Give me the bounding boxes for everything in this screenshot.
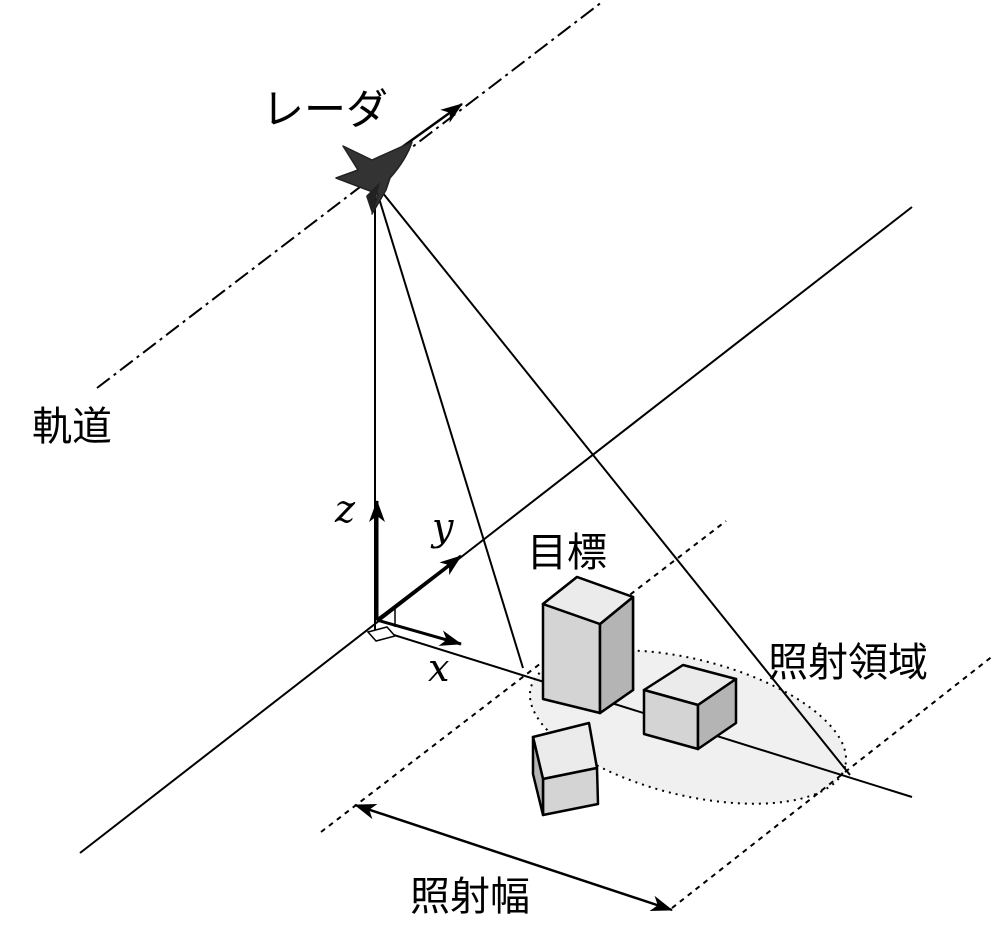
axis-z-label: z xyxy=(334,487,356,531)
orbit-line xyxy=(96,1,603,389)
target-tall-box xyxy=(541,575,635,715)
velocity-arrow xyxy=(397,102,463,152)
swath-far-boundary xyxy=(671,654,994,909)
coordinate-axes xyxy=(366,500,462,646)
target-right-box xyxy=(642,663,738,751)
beam-near-edge xyxy=(377,194,524,669)
target-label: 目標 xyxy=(527,530,607,576)
swath-width-label: 照射幅 xyxy=(410,874,530,920)
orbit-label: 軌道 xyxy=(32,404,112,450)
swath-width-arrow xyxy=(354,803,673,912)
x-axis-arrow xyxy=(376,618,462,646)
target-bottom-box xyxy=(531,721,600,817)
beam-far-edge xyxy=(381,191,851,776)
airplane-icon xyxy=(335,141,413,215)
y-axis-arrow xyxy=(376,554,462,622)
axis-x-label: x xyxy=(428,646,449,690)
illuminated-area-label: 照射領域 xyxy=(768,640,928,686)
axis-y-label: y xyxy=(430,505,454,549)
radar-label: レーダ xyxy=(262,85,388,134)
ground-track-line xyxy=(79,206,913,854)
